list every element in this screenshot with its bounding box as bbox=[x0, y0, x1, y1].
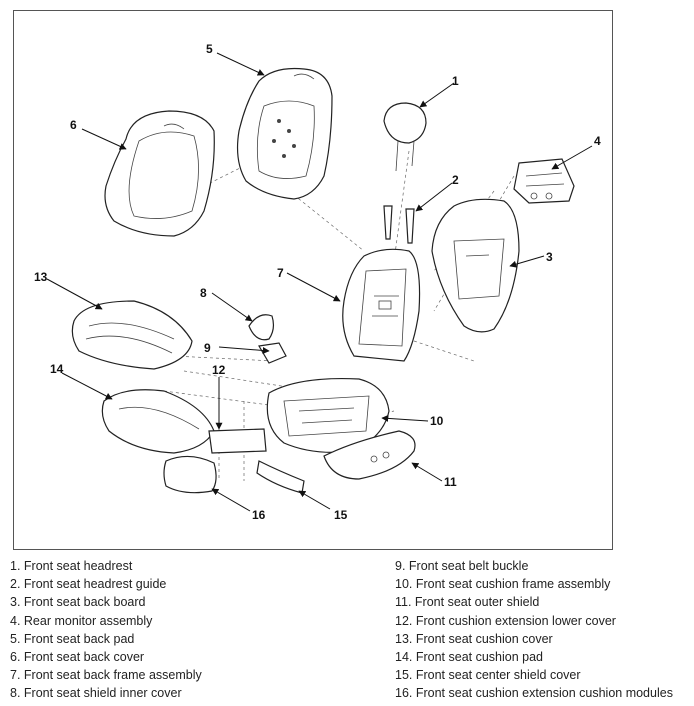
legend-right-column: 9. Front seat belt buckle 10. Front seat… bbox=[395, 557, 673, 703]
legend-item: 8. Front seat shield inner cover bbox=[10, 686, 182, 701]
callout-5: 5 bbox=[206, 42, 213, 56]
legend-item: 11. Front seat outer shield bbox=[395, 595, 540, 610]
part-shield-inner-cover bbox=[248, 314, 275, 341]
legend-item: 10. Front seat cushion frame assembly bbox=[395, 577, 611, 592]
legend-item: 15. Front seat center shield cover bbox=[395, 668, 581, 683]
callout-7: 7 bbox=[277, 266, 284, 280]
exploded-diagram: 1 2 3 4 5 6 7 8 9 10 11 12 13 14 15 16 bbox=[13, 10, 613, 550]
legend-item: 5. Front seat back pad bbox=[10, 631, 135, 646]
legend-item: 6. Front seat back cover bbox=[10, 650, 145, 665]
callout-8: 8 bbox=[200, 286, 207, 300]
part-rear-monitor bbox=[513, 158, 575, 204]
part-cushion-cover bbox=[71, 300, 193, 370]
part-belt-buckle bbox=[258, 342, 287, 364]
legend-item: 16. Front seat cushion extension cushion… bbox=[395, 686, 673, 701]
callout-2: 2 bbox=[452, 173, 459, 187]
part-extension-cushion-module bbox=[163, 455, 217, 494]
part-cushion-pad bbox=[101, 389, 215, 454]
part-center-shield-cover bbox=[256, 460, 305, 494]
legend-item: 14. Front seat cushion pad bbox=[395, 650, 544, 665]
callout-3: 3 bbox=[546, 250, 553, 264]
legend-item: 1. Front seat headrest bbox=[10, 559, 133, 573]
callout-6: 6 bbox=[70, 118, 77, 132]
part-seat-back-board bbox=[431, 198, 520, 333]
diagram-drawing bbox=[46, 52, 593, 512]
part-cushion-frame bbox=[266, 378, 390, 453]
part-seat-back-cover bbox=[104, 110, 215, 237]
legend-item: 3. Front seat back board bbox=[10, 595, 146, 610]
legend-item: 7. Front seat back frame assembly bbox=[10, 668, 202, 683]
legend-item: 4. Rear monitor assembly bbox=[10, 613, 153, 628]
callout-15: 15 bbox=[334, 508, 348, 522]
legend-left-column: 1. Front seat headrest 2. Front seat hea… bbox=[10, 557, 202, 703]
part-headrest bbox=[383, 102, 427, 172]
part-extension-lower-cover bbox=[208, 428, 267, 454]
callout-13: 13 bbox=[34, 270, 48, 284]
callout-4: 4 bbox=[594, 134, 601, 148]
callout-10: 10 bbox=[430, 414, 444, 428]
legend-item: 12. Front cushion extension lower cover bbox=[395, 613, 616, 628]
legend-item: 9. Front seat belt buckle bbox=[395, 559, 529, 573]
part-seat-back-pad bbox=[236, 67, 333, 200]
callout-1: 1 bbox=[452, 74, 459, 88]
legend-item: 13. Front seat cushion cover bbox=[395, 631, 553, 646]
callout-16: 16 bbox=[252, 508, 266, 522]
callout-12: 12 bbox=[212, 363, 226, 377]
callout-14: 14 bbox=[50, 362, 64, 376]
part-seat-back-frame bbox=[342, 248, 421, 362]
callout-9: 9 bbox=[204, 341, 211, 355]
callout-11: 11 bbox=[444, 475, 457, 489]
part-headrest-guide bbox=[383, 205, 415, 244]
leader-arrows bbox=[46, 52, 593, 512]
part-outer-shield bbox=[323, 430, 416, 480]
legend-item: 2. Front seat headrest guide bbox=[10, 577, 167, 592]
